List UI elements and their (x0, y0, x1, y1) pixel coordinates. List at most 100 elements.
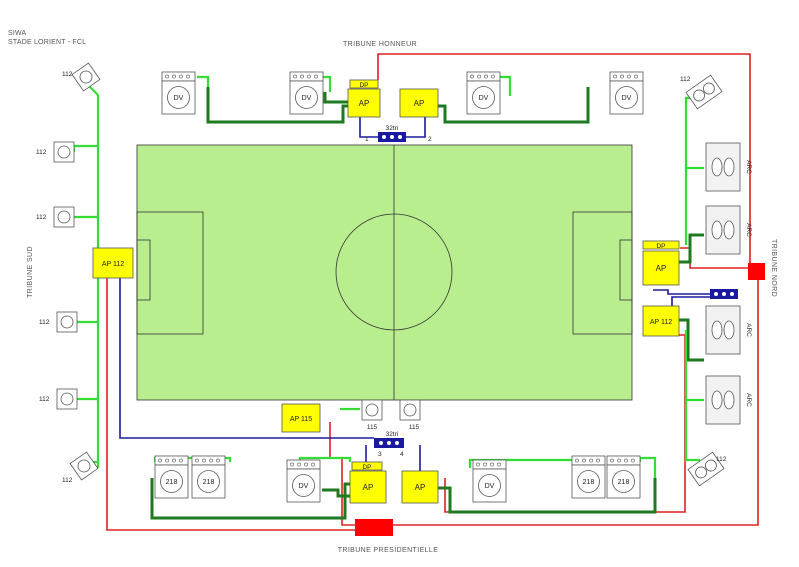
cables-blue (119, 116, 712, 472)
light-green-east-bottom (684, 330, 700, 462)
blue-cable-north-1 (359, 116, 380, 138)
amp-north-1[interactable]: DP AP (347, 79, 381, 118)
amp-south-115[interactable]: AP 115 (281, 403, 321, 433)
speaker-arc-east-4[interactable]: ARC (705, 375, 752, 425)
speaker-218-south-4[interactable]: 218 (606, 455, 641, 499)
patch-north-name: 32tri (386, 125, 399, 132)
light-green-south-4 (638, 456, 657, 478)
speaker-arc-east-3-label: ARC (745, 323, 752, 337)
speaker-112-west-5-label: 112 (39, 396, 50, 403)
speaker-112-east-1[interactable] (685, 74, 723, 110)
junction-box-south[interactable] (355, 519, 393, 536)
patch-north-port-2: 2 (428, 136, 432, 143)
blue-cable-east (653, 289, 712, 295)
speaker-112-west-4-label: 112 (39, 319, 50, 326)
light-green-north-1 (197, 75, 210, 87)
speaker-218-south-2-label: 218 (203, 479, 215, 486)
centre-circle (335, 213, 453, 331)
speaker-112-west-5[interactable] (56, 388, 78, 410)
speaker-115-south-1-label: 115 (367, 424, 378, 431)
cables-dark-green (150, 87, 704, 520)
speaker-dv-south-1[interactable]: DV (286, 459, 321, 503)
speaker-112-west-4[interactable] (56, 311, 78, 333)
speaker-dv-north-4[interactable]: DV (609, 71, 644, 115)
patch-north-port-1: 1 (365, 136, 369, 143)
speaker-dv-north-2[interactable]: DV (289, 71, 324, 115)
speaker-218-south-4-label: 218 (618, 479, 630, 486)
red-cable-west (106, 275, 355, 531)
goal-area-right (619, 239, 633, 301)
speaker-dv-north-3[interactable]: DV (466, 71, 501, 115)
speaker-112-west-2-label: 112 (36, 149, 47, 156)
speaker-218-south-2[interactable]: 218 (191, 455, 226, 499)
header-line-1: SIWA (8, 30, 27, 37)
speaker-dv-north-2-label: DV (302, 95, 312, 102)
light-green-east-top (684, 96, 700, 245)
stand-label-south: TRIBUNE PRESIDENTIELLE (338, 547, 439, 554)
amp-east-1-dp-label: DP (656, 243, 665, 250)
pitch (136, 144, 633, 401)
dark-green-south-mid (322, 488, 350, 498)
junction-box-east[interactable] (748, 263, 765, 280)
patch-connector-north[interactable]: 32tri 1 2 (365, 125, 432, 143)
stand-label-west: TRIBUNE SUD (27, 246, 34, 298)
speaker-dv-north-4-label: DV (622, 95, 632, 102)
speaker-218-south-1-label: 218 (166, 479, 178, 486)
cables-light-green (72, 75, 704, 478)
speaker-arc-east-3[interactable]: ARC (705, 305, 752, 355)
dark-green-east-up (678, 233, 704, 264)
speaker-115-south-2[interactable]: 115 (399, 399, 421, 431)
speaker-115-south-1[interactable]: 115 (361, 399, 383, 431)
dark-green-south-left (150, 478, 350, 520)
speaker-115-south-2-label: 115 (409, 424, 420, 431)
stand-label-north: TRIBUNE HONNEUR (343, 41, 417, 48)
speaker-112-west-3-label: 112 (36, 214, 47, 221)
speaker-112-west-1[interactable] (71, 62, 101, 92)
amp-south-1-label: AP (363, 483, 374, 492)
amp-south-1-dp-label: DP (362, 464, 371, 471)
speaker-218-south-3-label: 218 (583, 479, 595, 486)
dark-green-north-mid (323, 92, 348, 104)
light-green-north-3 (500, 75, 512, 96)
speaker-112-west-2[interactable] (53, 141, 75, 163)
red-cable-east-lower (390, 276, 759, 526)
amp-north-1-label: AP (359, 99, 370, 108)
amp-east-1-label: AP (656, 264, 667, 273)
red-cable-north-loop (377, 53, 751, 268)
amp-south-2-label: AP (415, 483, 426, 492)
dark-green-south-right (438, 478, 657, 514)
pitch-surface (136, 144, 633, 401)
speaker-112-west-6[interactable] (69, 451, 99, 481)
speaker-218-south-3[interactable]: 218 (571, 455, 606, 499)
amp-south-115-label: AP 115 (290, 416, 312, 423)
speaker-arc-east-2[interactable]: ARC (705, 205, 752, 255)
amplifiers: DP AP AP AP 112 DP AP AP 112 AP 115 (92, 79, 680, 504)
patch-connector-south[interactable]: 32tri 3 4 (374, 431, 404, 458)
speaker-112-west-3[interactable] (53, 206, 75, 228)
patch-connector-east[interactable] (710, 289, 738, 299)
amp-west-112[interactable]: AP 112 (92, 247, 134, 279)
speaker-dv-south-1-label: DV (299, 483, 309, 490)
speaker-dv-south-2[interactable]: DV (472, 459, 507, 503)
speaker-112-east-2-label: 112 (716, 456, 727, 463)
amp-north-1-dp-label: DP (359, 82, 368, 89)
light-green-west-112-2 (72, 144, 98, 152)
amp-east-1[interactable]: DP AP (642, 240, 680, 286)
speaker-dv-south-2-label: DV (485, 483, 495, 490)
speaker-112-west-1-label: 112 (62, 71, 73, 78)
amp-east-112[interactable]: AP 112 (642, 305, 680, 337)
speaker-112-west-6-label: 112 (62, 477, 73, 484)
amp-north-2[interactable]: AP (399, 88, 439, 118)
amp-south-2[interactable]: AP (401, 470, 439, 504)
amp-north-2-label: AP (414, 99, 425, 108)
patch-south-port-4: 4 (400, 451, 404, 458)
speaker-arc-east-1[interactable]: ARC (705, 142, 752, 192)
speaker-dv-north-1[interactable]: DV (161, 71, 196, 115)
speaker-218-south-1[interactable]: 218 (154, 455, 189, 499)
header-line-2: STADE LORIENT - FCL (8, 39, 87, 46)
amp-south-1[interactable]: DP AP (349, 461, 387, 504)
patch-south-port-3: 3 (378, 451, 382, 458)
blue-cable-north-2 (405, 116, 426, 138)
stand-label-east: TRIBUNE NORD (770, 239, 777, 297)
